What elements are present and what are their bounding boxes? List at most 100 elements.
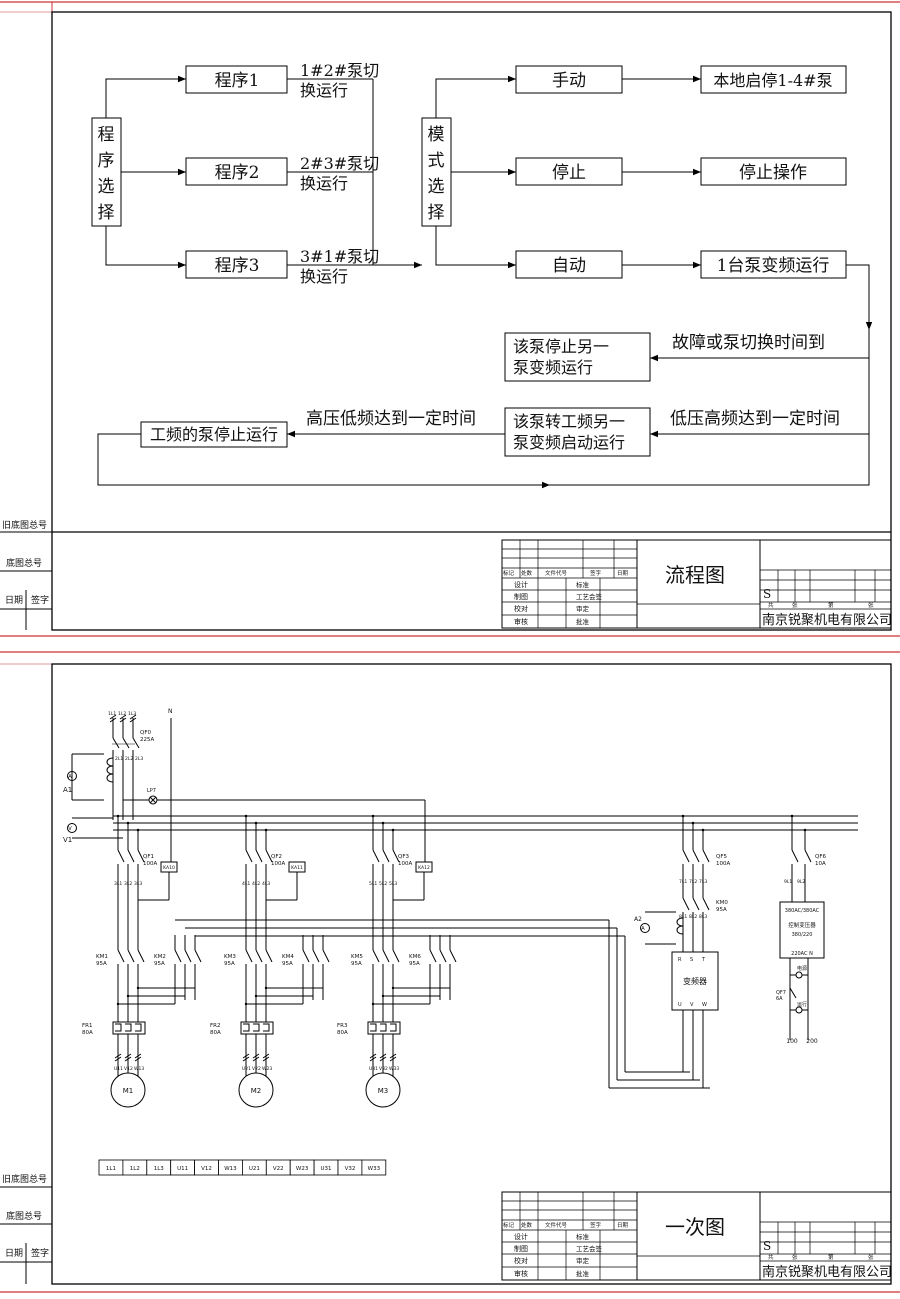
contactor-contact	[137, 949, 145, 963]
terminal-label: U21	[249, 1166, 260, 1172]
title-block-approval-2: 审定	[576, 1256, 590, 1265]
vfd-label: 变频器	[683, 976, 707, 986]
junction-dot	[391, 986, 395, 990]
qf7-rating: 6A	[776, 996, 783, 1002]
terminal-label: V32	[345, 1166, 356, 1172]
fault-switch-label: 故障或泵切换时间到	[672, 333, 825, 353]
breaker-contact	[117, 849, 125, 863]
contactor-contact	[194, 949, 202, 963]
mode-select-char-1: 模	[428, 125, 445, 145]
title-block-header-4: 日期	[617, 570, 629, 577]
transformer-rating: 380AC/380AC	[785, 908, 820, 914]
program-1-note-line-2: 换运行	[300, 81, 348, 100]
company-name: 南京锐聚机电有限公司	[762, 612, 892, 628]
junction-dot	[381, 821, 385, 825]
title-block-role-2: 校对	[514, 1256, 528, 1265]
vfd-inverter	[671, 951, 719, 1011]
control-output-200: 200	[806, 1038, 818, 1045]
bus-input-label-0: 1L1	[108, 711, 116, 717]
junction-dot	[790, 814, 794, 818]
motor-terminal-2-1: V32	[379, 1066, 388, 1072]
km0-label: KM0	[716, 900, 728, 906]
company-name: 南京锐聚机电有限公司	[762, 1264, 892, 1280]
neutral-label: N	[168, 708, 173, 715]
power-lamp-label: 电源	[797, 965, 807, 972]
to-power-frequency-box	[504, 407, 651, 457]
branch-label-2-0: 5L1	[369, 881, 377, 887]
qf0-label: QF0	[140, 730, 151, 736]
junction-dot	[126, 821, 130, 825]
mode-select-char-2: 式	[428, 151, 445, 171]
qf0-rating: 225A	[140, 737, 154, 743]
fuse-mark	[114, 1053, 122, 1062]
thermal-element	[135, 1023, 142, 1032]
title-block-approval-0: 标准	[576, 580, 590, 589]
junction-dot	[701, 828, 705, 832]
junction-dot	[254, 994, 258, 998]
km-freq-rating-1: 95A	[282, 961, 293, 967]
qf3-rating: 100A	[398, 861, 412, 867]
title-block: 标记处数文件代号签字日期设计制图校对审核标准工艺会签审定批准一次图S共张第张南京…	[501, 1191, 892, 1281]
contactor-contact	[127, 949, 135, 963]
control-transformer	[779, 901, 825, 959]
motor-terminal-0-2: W13	[134, 1066, 144, 1072]
fuse-mark	[124, 1053, 132, 1062]
breaker-contact	[132, 737, 140, 749]
junction-dot	[244, 1002, 248, 1006]
bus-phase-label-1: 2L2	[125, 756, 133, 762]
fuse-mark	[134, 1053, 142, 1062]
mode-select-char-4: 择	[428, 203, 445, 223]
ammeter-a1-label: A1	[63, 786, 72, 794]
drawing-title: 一次图	[665, 1215, 725, 1239]
breaker-contact	[245, 849, 253, 863]
junction-dot	[264, 986, 268, 990]
thermal-element	[243, 1023, 250, 1032]
km0-rating: 95A	[716, 907, 727, 913]
vfd-one-pump-box	[700, 250, 847, 279]
km-main-rating-0: 95A	[96, 961, 107, 967]
contactor-contact	[692, 897, 700, 911]
to-power-frequency-line-1: 该泵转工频另一	[513, 412, 625, 431]
vfd-output-2: W	[702, 1002, 707, 1008]
contactor-contact	[255, 949, 263, 963]
power-pump-stop-label: 工频的泵停止运行	[150, 425, 278, 444]
fuse-mark	[369, 1053, 377, 1062]
current-transformer	[676, 917, 684, 935]
title-block-header-1: 处数	[521, 569, 533, 577]
program-2-note-line-2: 换运行	[300, 174, 348, 193]
qf5-label-2: 7L3	[699, 879, 707, 885]
date-label: 日期	[5, 595, 23, 606]
transformer-ratio: 380/220	[792, 932, 813, 938]
qf3-label: QF3	[398, 854, 409, 860]
fr-label-2: FR3	[337, 1023, 348, 1029]
breaker-contact	[804, 849, 812, 863]
km-freq-rating-0: 95A	[154, 961, 165, 967]
title-block-header-0: 标记	[503, 1221, 515, 1229]
qf6-rating: 10A	[815, 861, 826, 867]
junction-dot	[244, 814, 248, 818]
breaker-contact	[127, 849, 135, 863]
sign-label: 签字	[31, 594, 49, 606]
vfd-input-1: S	[690, 957, 693, 963]
relay-label-0: KA10	[163, 865, 175, 871]
contactor-contact	[392, 949, 400, 963]
thermal-element	[390, 1023, 397, 1032]
motor-terminal-2-2: W33	[389, 1066, 399, 1072]
relay-label-1: KA11	[291, 865, 303, 871]
title-block-approval-2: 审定	[576, 604, 590, 613]
km0-label-1: 8L2	[689, 914, 697, 920]
contactor-contact	[312, 949, 320, 963]
motor-label-1: M2	[251, 1087, 262, 1095]
branch-label-1-2: 4L3	[262, 881, 270, 887]
km-main-label-1: KM3	[224, 954, 236, 960]
sheet-count-label-3: 张	[868, 601, 874, 609]
title-block-frame	[501, 539, 892, 629]
flow-diagram: 程 序 选 择 程序1 程序2 程序3 1#2#泵切 换运行 2#3#泵切 换运…	[91, 61, 873, 489]
contactor-contact	[449, 949, 457, 963]
local-start-stop-box	[700, 65, 847, 94]
title-block-role-0: 设计	[514, 1232, 528, 1241]
title-block-approval-3: 批准	[576, 617, 590, 626]
power-pump-stop-box	[140, 421, 288, 448]
qf6-label-1: 9L2	[797, 879, 805, 885]
terminal-label: W23	[296, 1166, 309, 1172]
